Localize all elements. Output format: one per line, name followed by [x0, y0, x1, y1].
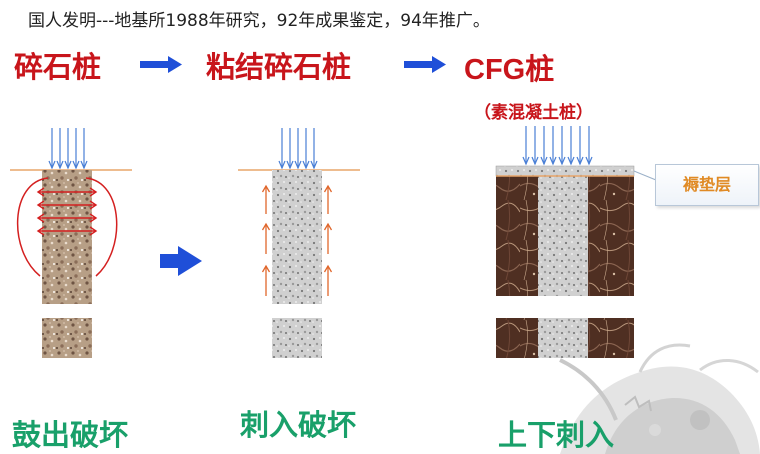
cfg-pile-diagram	[495, 126, 657, 358]
bonded-pile-lower	[272, 318, 322, 358]
bonded-pile-diagram	[238, 128, 360, 358]
cushion-label-box: 褥垫层	[655, 164, 759, 206]
cfg-pile-upper	[538, 176, 588, 296]
caption-top-bottom-punching: 上下刺入	[498, 418, 615, 452]
stage-gravel-pile: 碎石桩	[14, 50, 102, 84]
stage-cfg-pile: CFG桩	[464, 54, 555, 86]
gravel-pile-upper	[42, 170, 92, 304]
caption-bulging-failure: 鼓出破坏	[12, 418, 129, 452]
bulge-zone-left	[16, 177, 49, 277]
load-arrow-icon	[522, 126, 593, 166]
upward-arrow-icon	[261, 184, 333, 296]
cfg-subtitle: （素混凝土桩）	[474, 103, 593, 123]
bulge-arrow-icon	[36, 187, 98, 236]
bulge-zone-right	[85, 177, 118, 277]
load-arrow-icon	[278, 128, 318, 170]
cfg-pile-lower	[538, 318, 588, 358]
load-arrow-icon	[48, 128, 88, 170]
callout-line	[633, 170, 657, 181]
block-arrow-icon	[160, 246, 202, 276]
cushion-label: 褥垫层	[682, 175, 731, 194]
gravel-pile-lower	[42, 318, 92, 358]
intro-text: 国人发明---地基所1988年研究，92年成果鉴定，94年推广。	[28, 11, 490, 31]
cushion-layer	[495, 165, 635, 177]
gravel-pile-diagram	[10, 128, 132, 358]
flow-arrow-icon	[140, 56, 182, 73]
flow-arrow-icon	[404, 56, 446, 73]
dragon-decoration-icon	[559, 343, 760, 454]
stage-bonded-gravel-pile: 粘结碎石桩	[206, 50, 352, 84]
bonded-pile-upper	[272, 170, 322, 304]
caption-punching-failure: 刺入破坏	[240, 408, 357, 442]
